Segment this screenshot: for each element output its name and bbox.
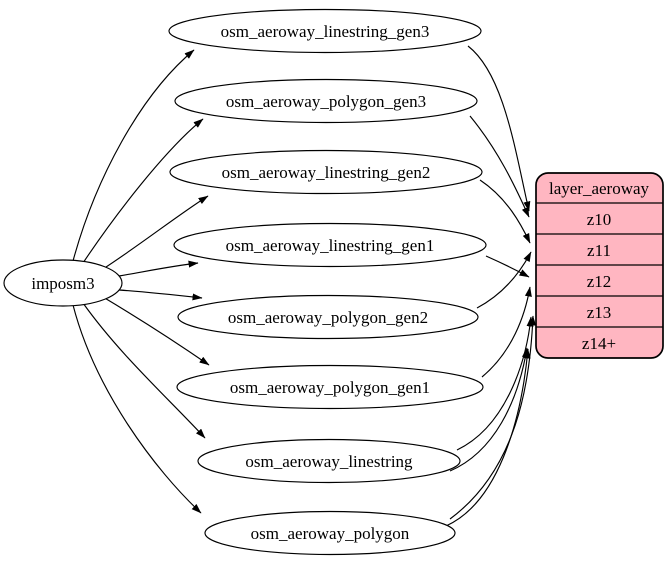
edge-polygon-z13 — [449, 315, 537, 520]
edge-polygon-gen2-z11 — [476, 251, 532, 309]
node-layer-aeroway: layer_aeroway z10 z11 z12 z13 z14+ — [535, 172, 664, 359]
edge-imposm3-osm-aeroway-polygon — [72, 304, 202, 514]
edge-imposm3-osm-aeroway-linestring-gen3 — [72, 49, 195, 262]
edge-polygon-gen1-z12 — [481, 286, 532, 378]
edge-imposm3-osm-aeroway-polygon-gen1 — [102, 296, 210, 366]
table-label: osm_aeroway_linestring_gen2 — [222, 163, 431, 182]
edge-imposm3-osm-aeroway-linestring-gen2 — [102, 195, 209, 270]
layer-aeroway-title: layer_aeroway — [549, 179, 650, 198]
table-ellipse — [176, 364, 484, 410]
edge-linestring-z13 — [456, 316, 534, 451]
edge-linestring-z14 — [449, 347, 529, 472]
table-label: osm_aeroway_polygon_gen3 — [226, 92, 426, 111]
edge-linestring-gen3-z10 — [467, 45, 531, 212]
node-osm-aeroway-polygon: osm_aeroway_polygon — [204, 510, 456, 556]
zoom-row-z13: z13 — [587, 303, 612, 322]
node-osm-aeroway-polygon-gen3: osm_aeroway_polygon_gen3 — [174, 78, 478, 124]
zoom-row-z11: z11 — [587, 241, 611, 260]
zoom-row-z10: z10 — [587, 210, 612, 229]
edges-from-source — [72, 49, 210, 514]
table-ellipse — [197, 438, 461, 484]
table-ellipse — [204, 510, 456, 556]
table-label: osm_aeroway_polygon_gen2 — [228, 308, 428, 327]
table-label: osm_aeroway_linestring — [245, 452, 413, 471]
edge-imposm3-osm-aeroway-linestring — [82, 302, 206, 439]
node-imposm3: imposm3 — [3, 259, 123, 307]
table-label: osm_aeroway_linestring_gen3 — [221, 22, 430, 41]
edge-polygon-z14 — [445, 348, 531, 527]
node-osm-aeroway-polygon-gen1: osm_aeroway_polygon_gen1 — [176, 364, 484, 410]
table-label: osm_aeroway_polygon — [251, 524, 410, 543]
table-ellipse — [177, 294, 479, 340]
node-osm-aeroway-linestring-gen2: osm_aeroway_linestring_gen2 — [169, 149, 483, 195]
table-label: osm_aeroway_linestring_gen1 — [226, 236, 435, 255]
table-ellipse — [174, 78, 478, 124]
zoom-row-z14: z14+ — [582, 334, 616, 353]
table-label: osm_aeroway_polygon_gen1 — [230, 378, 430, 397]
table-ellipse — [168, 8, 482, 54]
edge-polygon-gen3-z10 — [469, 115, 530, 218]
edge-imposm3-osm-aeroway-linestring-gen1 — [118, 260, 199, 277]
node-osm-aeroway-linestring-gen3: osm_aeroway_linestring_gen3 — [168, 8, 482, 54]
edges-to-layer — [445, 45, 537, 527]
table-ellipse — [173, 222, 487, 268]
table-ellipse — [169, 149, 483, 195]
edge-imposm3-osm-aeroway-polygon-gen2 — [118, 289, 203, 301]
imposm3-ellipse — [3, 259, 123, 307]
edge-imposm3-osm-aeroway-polygon-gen3 — [82, 118, 204, 264]
edge-linestring-gen1-z12 — [485, 255, 530, 278]
node-osm-aeroway-polygon-gen2: osm_aeroway_polygon_gen2 — [177, 294, 479, 340]
node-osm-aeroway-linestring: osm_aeroway_linestring — [197, 438, 461, 484]
edge-linestring-gen2-z11 — [479, 179, 531, 244]
node-osm-aeroway-linestring-gen1: osm_aeroway_linestring_gen1 — [173, 222, 487, 268]
imposm3-label: imposm3 — [31, 274, 94, 293]
zoom-row-z12: z12 — [587, 272, 612, 291]
